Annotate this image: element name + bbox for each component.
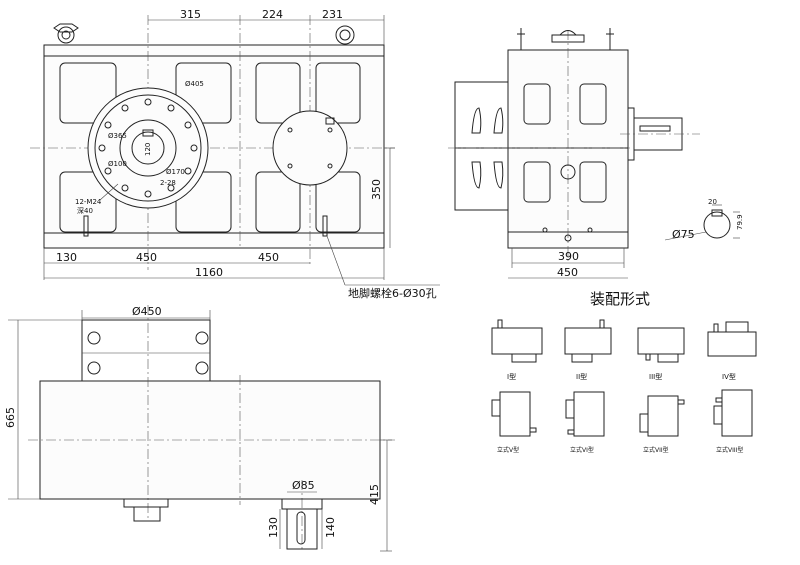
input-bearing-cap [272, 110, 348, 186]
dim-315: 315 [180, 8, 201, 21]
foot-bolt-note: 地脚螺栓6-Ø30孔 [348, 286, 437, 300]
assembly-type-6: 立式VI型 [565, 391, 605, 454]
svg-text:III型: III型 [649, 372, 662, 381]
svg-text:立式VIII型: 立式VIII型 [716, 446, 743, 454]
side-view: 390 450 20 79.9 Ø75 [448, 28, 744, 279]
dim-450-left: 450 [136, 251, 157, 264]
assembly-type-2: II型 [564, 319, 612, 381]
dim-130: 130 [56, 251, 77, 264]
dim-350: 350 [370, 179, 383, 200]
svg-text:立式V型: 立式V型 [497, 446, 519, 454]
shaft-end-section [703, 211, 731, 239]
label-2-28: 2-28 [160, 179, 176, 187]
dim-d450-front: Ø450 [132, 305, 162, 318]
dim-450-side: 450 [557, 266, 578, 279]
svg-text:IV型: IV型 [722, 372, 736, 381]
label-d365: Ø365 [108, 132, 127, 140]
lifting-lug-left [53, 23, 79, 44]
top-view: 315 224 231 130 450 450 1160 350 Ø405 Ø3… [30, 8, 440, 300]
assembly-forms: 装配形式 I型 II型 III型 IV型 [491, 290, 757, 454]
label-120: 120 [144, 143, 152, 156]
dim-224: 224 [262, 8, 283, 21]
dim-450-right: 450 [258, 251, 279, 264]
lifting-lug-right [335, 25, 355, 45]
flange-bolt-holes [98, 98, 198, 198]
assembly-type-4: IV型 [707, 321, 757, 381]
assembly-type-3: III型 [637, 327, 685, 381]
label-d405: Ø405 [185, 80, 204, 88]
label-d75: Ø75 [672, 228, 695, 241]
label-d170: Ø170 [166, 168, 185, 176]
svg-text:立式VI型: 立式VI型 [570, 446, 594, 454]
dim-1160: 1160 [195, 266, 223, 279]
dim-79-9: 79.9 [736, 214, 744, 230]
label-deep40: 深40 [77, 206, 93, 215]
dim-415: 415 [368, 484, 381, 505]
assembly-title: 装配形式 [590, 290, 650, 308]
svg-text:立式VII型: 立式VII型 [643, 446, 669, 454]
svg-text:II型: II型 [576, 372, 587, 381]
dim-231: 231 [322, 8, 343, 21]
output-flange [87, 87, 209, 209]
dim-390: 390 [558, 250, 579, 263]
svg-text:I型: I型 [507, 372, 516, 381]
assembly-type-8: 立式VIII型 [713, 389, 753, 454]
dim-20: 20 [708, 198, 717, 206]
dim-140: 140 [324, 517, 337, 538]
label-d100: Ø100 [108, 160, 127, 168]
assembly-type-1: I型 [491, 319, 543, 381]
assembly-type-7: 立式VII型 [639, 395, 685, 454]
dim-d85: Ø85 [292, 479, 315, 492]
assembly-type-5: 立式V型 [491, 391, 537, 454]
dim-665: 665 [4, 407, 17, 428]
label-12-m24: 12-M24 [75, 198, 102, 206]
front-view: Ø450 665 415 Ø85 130 140 [4, 305, 395, 552]
dim-130-front: 130 [267, 517, 280, 538]
